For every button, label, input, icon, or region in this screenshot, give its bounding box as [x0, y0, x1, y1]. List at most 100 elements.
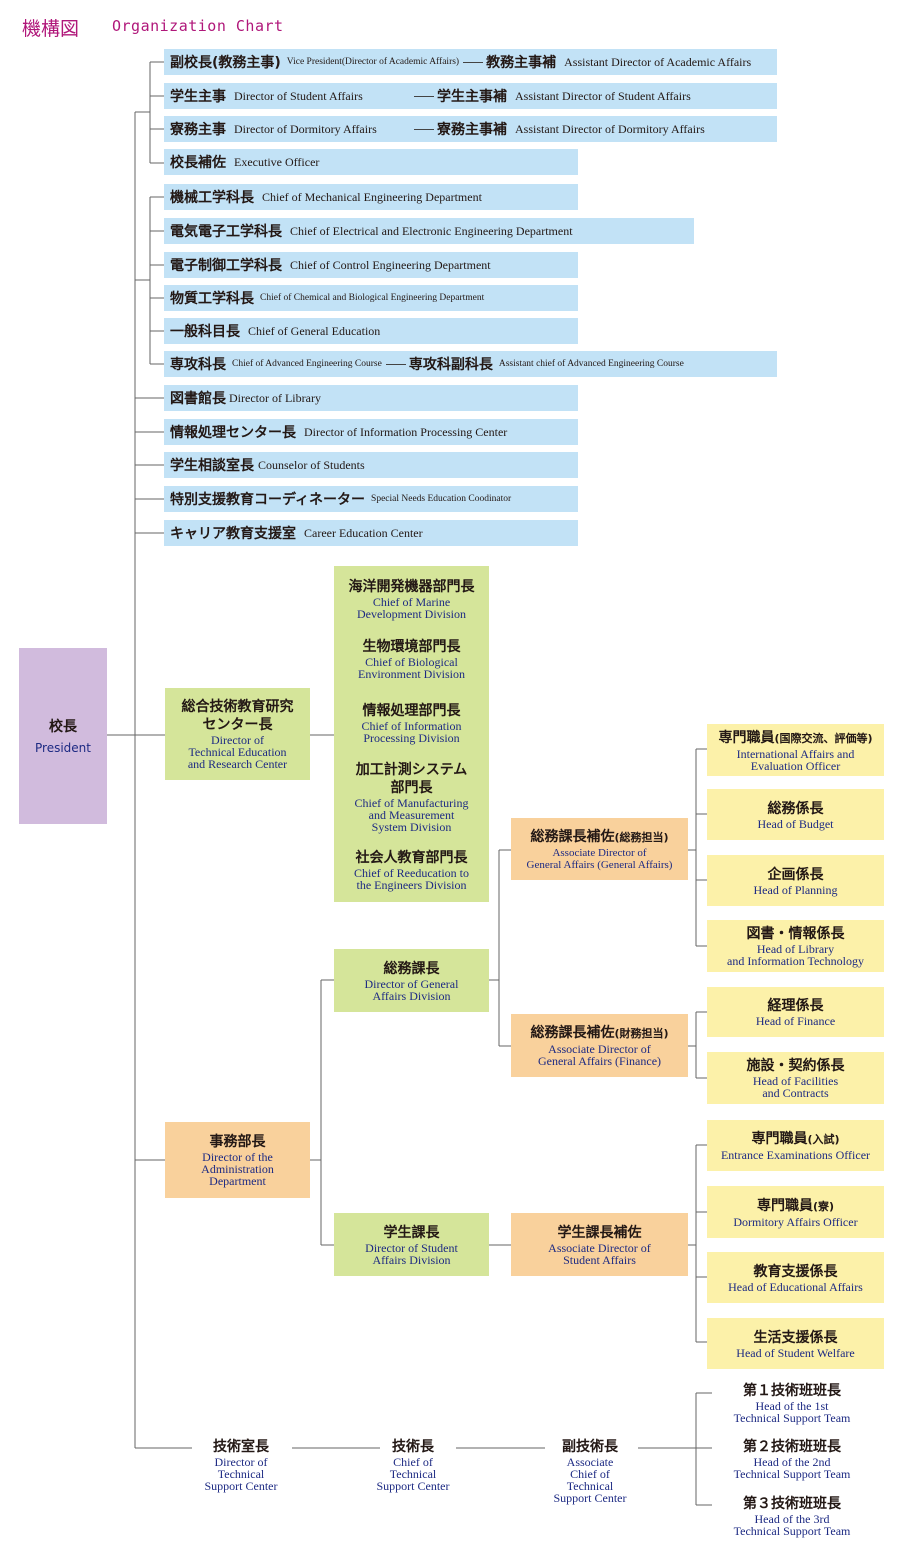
- row-title-ja: 機械工学科長: [170, 190, 254, 206]
- tech-team-en-1: Head of the 1st: [755, 1399, 829, 1413]
- staff-en-1: Head of Student Welfare: [736, 1345, 855, 1360]
- tech-chief: 技術長 Chief of Technical Support Center: [360, 1438, 466, 1500]
- tech-chief-en-1: Chief of: [393, 1455, 433, 1469]
- student-affairs-ja: 学生課長: [383, 1224, 440, 1241]
- row-sub-en: Assistant Director of Academic Affairs: [564, 54, 752, 69]
- staff-box: 専門職員(入試) Entrance Examinations Officer: [707, 1120, 884, 1171]
- tech-vice-ja: 副技術長: [562, 1439, 618, 1455]
- division-ja: 海洋開発機器部門長: [348, 579, 475, 595]
- staff-box: 専門職員(国際交流、評価等) International Affairs and…: [707, 724, 884, 776]
- staff-ja: 専門職員: [718, 729, 775, 746]
- tech-chief-ja: 技術長: [392, 1439, 434, 1455]
- row-title-ja: 電気電子工学科長: [170, 224, 282, 240]
- staff-ja: 図書・情報係長: [746, 926, 845, 942]
- tech-team-en-1: Head of the 3rd: [754, 1512, 830, 1526]
- staff-box: 経理係長 Head of Finance: [707, 987, 884, 1037]
- division-en-1: Chief of Information: [361, 719, 462, 733]
- row-title-en: Career Education Center: [304, 525, 423, 540]
- connector-dash: [414, 128, 434, 130]
- division-en-1: Chief of Biological: [365, 655, 458, 669]
- division-en-1: Chief of Reeducation to: [354, 866, 469, 880]
- staff-en-2: and Information Technology: [727, 954, 864, 968]
- org-row: 電子制御工学科長 Chief of Control Engineering De…: [164, 252, 578, 278]
- assoc-finance-ja: 総務課長補佐: [530, 1025, 615, 1041]
- row-title-en: Executive Officer: [234, 154, 320, 169]
- row-title-en: Director of Dormitory Affairs: [234, 121, 377, 136]
- row-title-ja: 特別支援教育コーディネーター: [170, 492, 366, 508]
- assoc-finance-box: 総務課長補佐(財務担当) Associate Director of Gener…: [511, 1014, 688, 1077]
- row-sub-en: Assistant Director of Dormitory Affairs: [515, 121, 705, 136]
- row-title-ja: 情報処理センター長: [170, 425, 296, 441]
- division-ja: 情報処理部門長: [362, 703, 461, 719]
- division-item: 海洋開発機器部門長 Chief of Marine Development Di…: [334, 572, 489, 626]
- org-row: 電気電子工学科長 Chief of Electrical and Electro…: [164, 218, 694, 244]
- row-title-ja: 専攻科長: [170, 357, 226, 373]
- division-en-2: the Engineers Division: [356, 878, 467, 892]
- row-title-en: Director of Library: [229, 390, 321, 405]
- row-title-en: Special Needs Education Coodinator: [371, 494, 512, 504]
- connector-dash: [463, 61, 484, 63]
- tech-vice-en-4: Support Center: [553, 1491, 627, 1505]
- assoc-student-en-2: Student Affairs: [563, 1252, 636, 1267]
- org-row: 特別支援教育コーディネーター Special Needs Education C…: [164, 486, 578, 512]
- org-row: 一般科目長 Chief of General Education: [164, 318, 578, 344]
- assoc-general-ja: 総務課長補佐: [530, 828, 615, 845]
- staff-box: 図書・情報係長 Head of Library and Information …: [707, 920, 884, 972]
- admin-en-3: Department: [209, 1174, 266, 1188]
- org-row: 副校長(教務主事) Vice President(Director of Aca…: [164, 49, 777, 75]
- tech-room-en-1: Director of: [214, 1455, 268, 1469]
- president-ja: 校長: [49, 719, 77, 735]
- president-box: 校長 President: [19, 648, 107, 824]
- tech-chief-en-2: Technical: [389, 1467, 437, 1481]
- staff-ja: 専門職員: [756, 1197, 813, 1214]
- tech-team: 第２技術班班長 Head of the 2nd Technical Suppor…: [712, 1438, 872, 1484]
- research-center-en-3: and Research Center: [187, 757, 288, 771]
- org-row: 学生相談室長 Counselor of Students: [164, 452, 578, 478]
- staff-en-1: Dormitory Affairs Officer: [733, 1214, 858, 1229]
- divisions-box: [334, 566, 489, 902]
- staff-en-1: Head of Library: [756, 942, 835, 956]
- tech-team-ja: 第２技術班班長: [743, 1439, 841, 1455]
- staff-box: 総務係長 Head of Budget: [707, 789, 884, 840]
- staff-en-1: Head of Facilities: [752, 1074, 839, 1088]
- staff-ja: 経理係長: [767, 998, 824, 1014]
- staff-en-2: Evaluation Officer: [750, 758, 841, 773]
- row-title-ja: 図書館長: [170, 391, 226, 407]
- staff-box: 教育支援係長 Head of Educational Affairs: [707, 1252, 884, 1303]
- row-sub-en: Assistant chief of Advanced Engineering …: [498, 359, 684, 369]
- staff-ja: 総務係長: [767, 800, 824, 817]
- admin-director-box: 事務部長 Director of the Administration Depa…: [165, 1122, 310, 1198]
- division-en-1: Chief of Manufacturing: [354, 796, 469, 810]
- org-row: 物質工学科長 Chief of Chemical and Biological …: [164, 285, 578, 311]
- org-row: 機械工学科長 Chief of Mechanical Engineering D…: [164, 184, 578, 210]
- staff-en-2: and Contracts: [762, 1086, 829, 1100]
- general-affairs-ja: 総務課長: [383, 960, 440, 977]
- general-affairs-box: 総務課長 Director of General Affairs Divisio…: [334, 949, 489, 1012]
- research-center-en-1: Director of: [211, 733, 264, 747]
- assoc-general-en-1: Associate Director of: [552, 846, 647, 859]
- staff-ja: 生活支援係長: [753, 1329, 838, 1346]
- tech-team: 第１技術班班長 Head of the 1st Technical Suppor…: [712, 1382, 872, 1428]
- tech-room-en-3: Support Center: [204, 1479, 278, 1493]
- row-title-en: Director of Student Affairs: [234, 88, 363, 103]
- row-title-ja: 寮務主事: [170, 122, 226, 138]
- assoc-general-en-2: General Affairs (General Affairs): [526, 858, 673, 871]
- tech-team-ja: 第１技術班班長: [743, 1383, 841, 1399]
- page-subtitle: Organization Chart: [112, 17, 284, 35]
- org-row: 学生主事 Director of Student Affairs 学生主事補 A…: [164, 83, 777, 109]
- row-title-en: Director of Information Processing Cente…: [304, 424, 508, 439]
- assoc-student-ja: 学生課長補佐: [557, 1224, 642, 1241]
- tech-vice-en-1: Associate: [566, 1455, 614, 1469]
- row-title-ja: 学生相談室長: [170, 458, 254, 474]
- row-title-en: Chief of Electrical and Electronic Engin…: [290, 223, 573, 238]
- tech-room-ja: 技術室長: [213, 1439, 269, 1455]
- staff-ja-note: (寮): [812, 1199, 835, 1213]
- general-affairs-en-1: Director of General: [364, 976, 459, 991]
- staff-en-1: International Affairs and: [736, 746, 855, 761]
- connector-dash: [385, 363, 406, 365]
- tech-chief-en-3: Support Center: [376, 1479, 450, 1493]
- division-en-1: Chief of Marine: [372, 595, 451, 609]
- tech-team-en-1: Head of the 2nd: [753, 1455, 831, 1469]
- tech-vice-en-3: Technical: [566, 1479, 614, 1493]
